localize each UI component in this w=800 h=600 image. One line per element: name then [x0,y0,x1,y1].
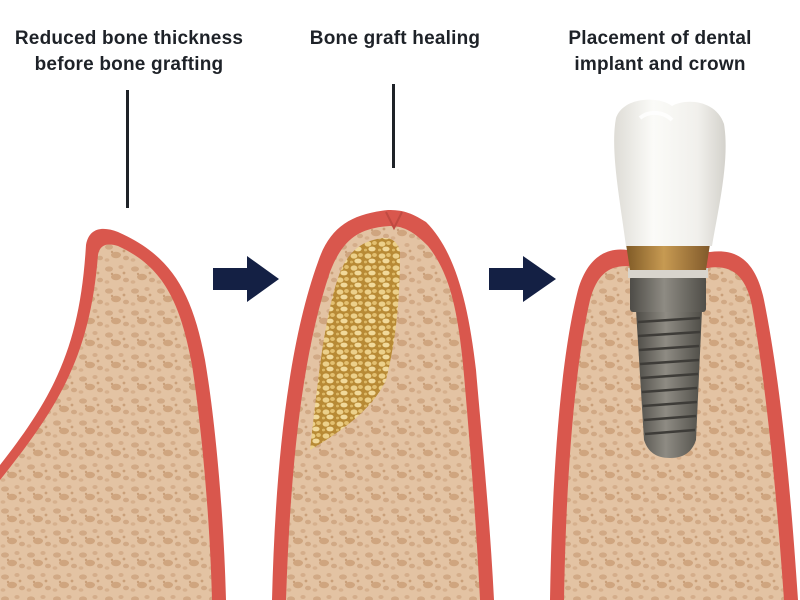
stage-2-bone-ridge [272,210,494,600]
dental-implant [628,268,708,458]
stage-3-title-line2: implant and crown [574,54,746,75]
stage-1-leader-line [126,90,129,208]
stage-3-label: Placement of dental implant and crown [540,26,780,78]
right-arrow-icon [489,256,556,302]
stage-1-title-line1: Reduced bone thickness [14,28,244,49]
stage-2-label: Bone graft healing [282,26,508,52]
stage-3-title-line1: Placement of dental [568,28,752,49]
stage-1-label: Reduced bone thickness before bone graft… [0,26,258,78]
stage-2-leader-line [392,84,395,168]
dental-crown [614,99,726,246]
stage-2-title-line1: Bone graft healing [309,28,481,49]
stage-1-bone-ridge [0,228,226,600]
stage-1-title-line2: before bone grafting [34,54,224,75]
bone-graft-material [310,238,400,450]
abutment [626,244,710,270]
right-arrow-icon [213,256,279,302]
